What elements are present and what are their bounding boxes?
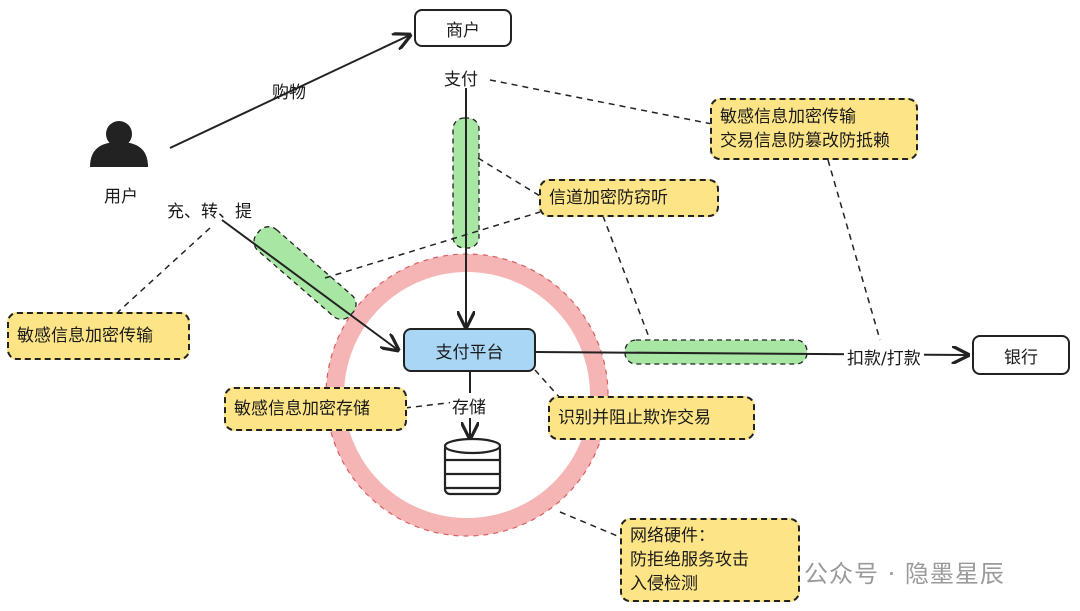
edge-label-debit: 扣款/打款: [844, 344, 924, 369]
note-channel-encryption-text: 信道加密防窃听: [549, 188, 668, 208]
note-network-hardware: 网络硬件： 防拒绝服务攻击 入侵检测: [620, 518, 800, 602]
note-sensitive-transfer-left: 敏感信息加密传输: [7, 312, 190, 360]
channel-platform-bank: [624, 339, 808, 365]
edge-label-shopping: 购物: [272, 83, 306, 103]
bank-label: 银行: [1004, 347, 1038, 368]
note-transaction-integrity-line1: 敏感信息加密传输: [720, 107, 856, 127]
note-channel-encryption: 信道加密防窃听: [539, 179, 719, 217]
bank-node: 银行: [972, 335, 1070, 375]
note-fraud-detection-text: 识别并阻止欺诈交易: [558, 408, 711, 428]
note-network-hardware-line3: 入侵检测: [630, 574, 698, 594]
platform-label: 支付平台: [435, 342, 504, 363]
note-encrypted-storage: 敏感信息加密存储: [224, 387, 407, 431]
person-icon: [90, 121, 148, 167]
payment-platform-node: 支付平台: [403, 328, 536, 372]
note-transaction-integrity-line2: 交易信息防篡改防抵赖: [720, 131, 890, 151]
note-connectors: [117, 79, 881, 541]
edge-user-merchant: [169, 35, 410, 149]
watermark-text: 公众号 · 隐墨星辰: [804, 560, 1005, 588]
user-label: 用户: [104, 187, 138, 207]
edge-label-recharge: 充、转、提: [167, 202, 252, 222]
note-fraud-detection: 识别并阻止欺诈交易: [548, 396, 755, 440]
note-encrypted-storage-text: 敏感信息加密存储: [234, 399, 370, 419]
note-network-hardware-line1: 网络硬件：: [630, 526, 715, 546]
edge-user-platform: [221, 219, 398, 350]
note-sensitive-transfer-left-text: 敏感信息加密传输: [17, 326, 153, 346]
merchant-label: 商户: [446, 20, 480, 41]
database-icon: [443, 437, 502, 496]
edge-label-payment: 支付: [444, 70, 478, 90]
merchant-node: 商户: [414, 9, 512, 47]
note-transaction-integrity: 敏感信息加密传输 交易信息防篡改防抵赖: [710, 98, 918, 160]
edge-label-storage: 存储: [450, 393, 488, 418]
channel-user-platform: [253, 226, 357, 320]
note-network-hardware-line2: 防拒绝服务攻击: [630, 550, 749, 570]
